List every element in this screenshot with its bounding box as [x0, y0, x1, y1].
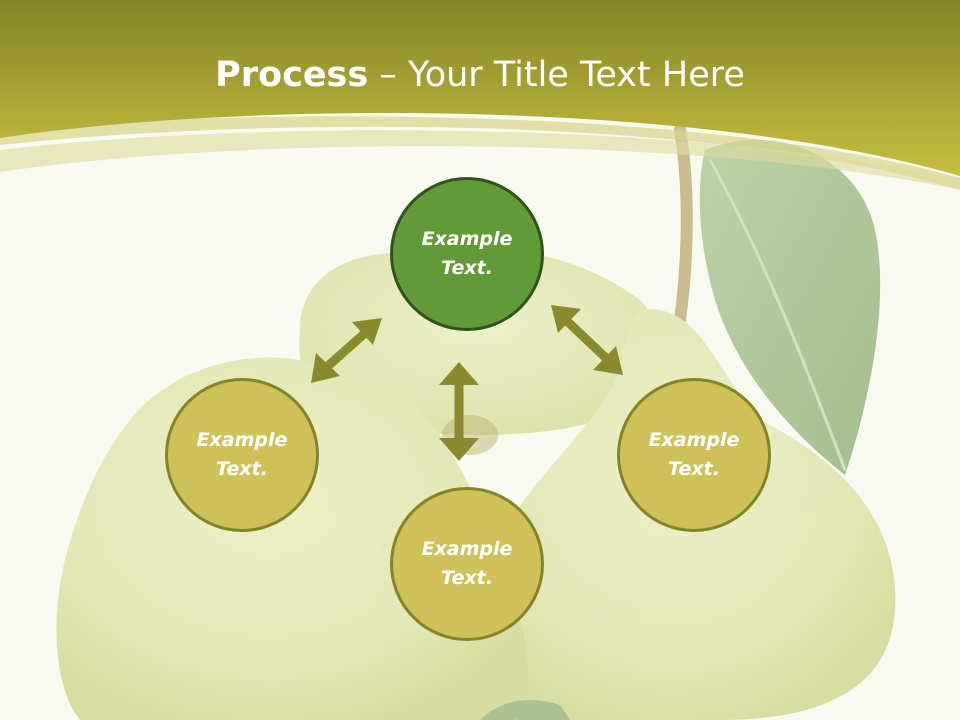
title-bold: Process	[215, 55, 369, 95]
page-title: Process – Your Title Text Here	[0, 50, 960, 100]
process-node-label: Example Text.	[196, 429, 288, 480]
process-node-label: Example Text.	[421, 228, 513, 279]
process-node-left[interactable]: Example Text.	[165, 378, 319, 532]
process-node-top[interactable]: Example Text.	[390, 177, 544, 331]
arrow-top-right	[551, 305, 623, 375]
process-node-bottom[interactable]: Example Text.	[390, 487, 544, 641]
title-rest: Your Title Text Here	[407, 55, 745, 95]
process-node-right[interactable]: Example Text.	[617, 378, 771, 532]
title-banner	[0, 0, 960, 176]
title-dash: –	[368, 55, 408, 95]
process-node-label: Example Text.	[648, 429, 740, 480]
process-node-label: Example Text.	[421, 538, 513, 589]
arrow-top-left	[311, 318, 382, 383]
arrow-vertical	[439, 362, 479, 461]
